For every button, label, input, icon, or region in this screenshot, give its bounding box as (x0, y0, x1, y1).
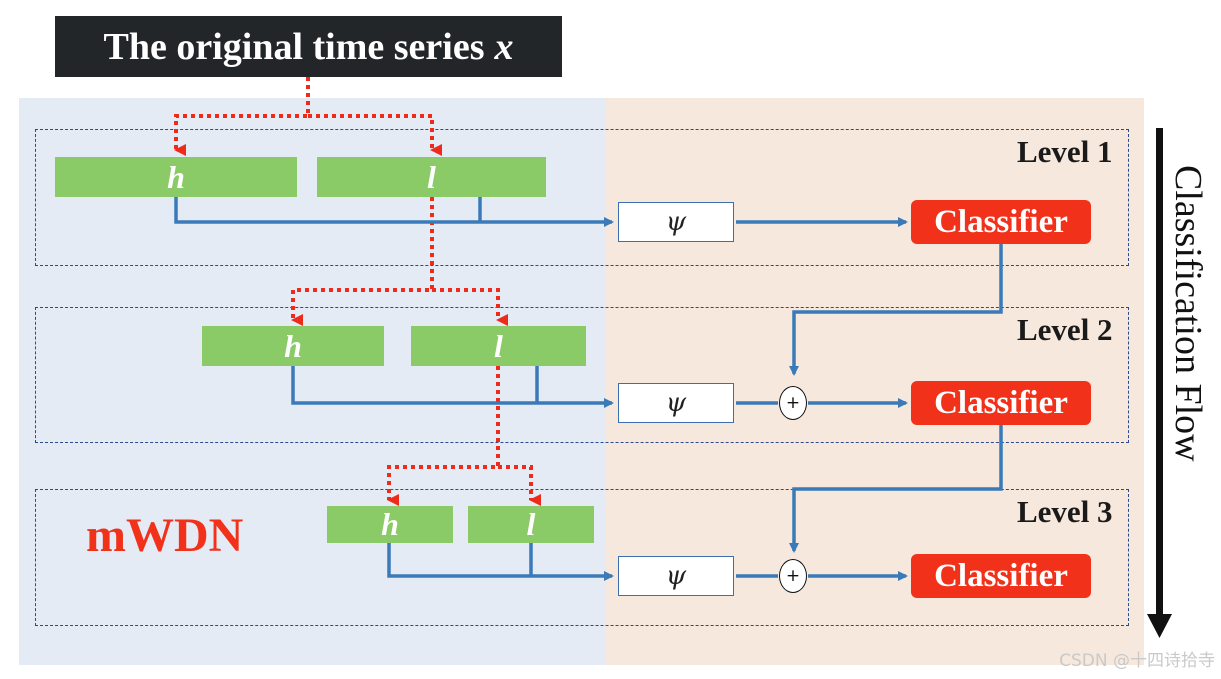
level-1-l-box: l (317, 157, 546, 197)
title-variable: x (494, 25, 514, 68)
level-3-psi-box: ψ (618, 556, 734, 596)
level-1-label: Level 1 (1017, 134, 1113, 169)
level-1-classifier: Classifier (911, 200, 1091, 244)
level-2-label: Level 2 (1017, 312, 1113, 347)
split-path-level-1 (174, 77, 310, 156)
level-3-label: Level 3 (1017, 494, 1113, 529)
level-2-l-box: l (411, 326, 586, 366)
level-3-classifier: Classifier (911, 554, 1091, 598)
level-3-h-box: h (327, 506, 453, 543)
level-1-h-box: h (55, 157, 297, 197)
level-2-sum-node: + (779, 386, 807, 420)
level-2-psi-box: ψ (618, 383, 734, 423)
level-1-frame (35, 129, 1129, 266)
classification-flow-label: Classification Flow (1167, 165, 1209, 462)
level-3-sum-node: + (779, 559, 807, 593)
level-2-frame (35, 307, 1129, 443)
level-3-frame (35, 489, 1129, 626)
level-1-psi-box: ψ (618, 202, 734, 242)
level-2-classifier: Classifier (911, 381, 1091, 425)
watermark: CSDN @十四诗拾寺 (1059, 651, 1215, 671)
split-path-level-2 (291, 197, 434, 326)
down-arrow-icon (1147, 128, 1172, 638)
model-name-label: mWDN (86, 509, 244, 562)
level-2-h-box: h (202, 326, 384, 366)
title-text: The original time series (103, 25, 485, 68)
title-banner: The original time series x (55, 16, 562, 77)
level-3-l-box: l (468, 506, 594, 543)
split-path-level-3 (387, 366, 500, 506)
